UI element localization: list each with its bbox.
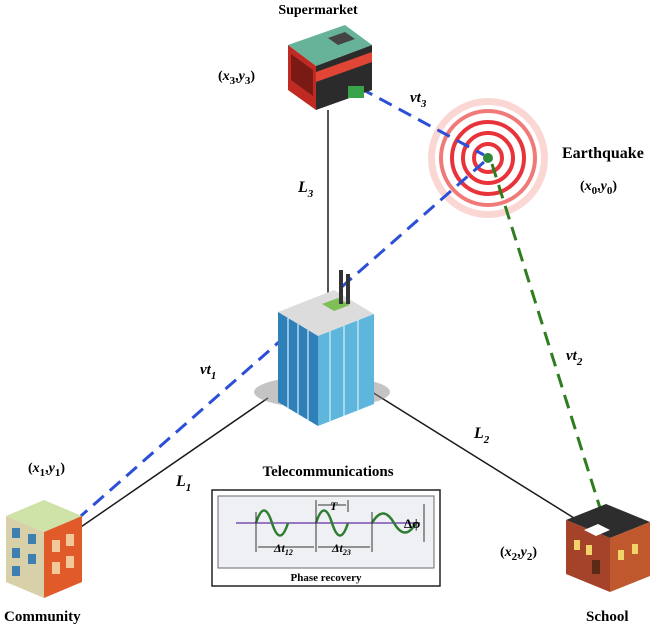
label-vt3: vt3	[410, 90, 427, 110]
label-L2: L2	[473, 425, 490, 446]
wave-3	[370, 512, 418, 534]
label-supermarket: Supermarket	[278, 3, 358, 18]
wave-2	[314, 509, 350, 537]
label-vt2: vt2	[566, 348, 583, 368]
path-vt2	[490, 163, 602, 509]
label-period: T	[330, 499, 338, 513]
label-L1: L1	[175, 473, 191, 494]
supermarket-icon	[288, 25, 372, 110]
label-telecommunications: Telecommunications	[262, 464, 393, 480]
label-community: Community	[4, 609, 81, 624]
coord-community: (x1,y1)	[28, 461, 65, 479]
label-vt1: vt1	[200, 362, 216, 382]
coord-school: (x2,y2)	[500, 545, 537, 563]
label-dt12: Δt12	[273, 541, 293, 557]
earthquake-epicenter	[428, 98, 548, 218]
community-building-icon	[6, 500, 82, 598]
telecom-tower-icon	[254, 270, 390, 426]
link-tower-school	[371, 391, 591, 529]
phase-recovery-inset: T Δt12 Δt23 Δϕ Phase recovery	[211, 489, 441, 587]
coord-earthquake: (x0,y0)	[580, 179, 617, 197]
label-school: School	[586, 609, 629, 624]
school-building-icon	[566, 504, 650, 592]
link-tower-community	[61, 397, 269, 541]
label-dphi: Δϕ	[404, 516, 420, 531]
path-vt3	[359, 86, 485, 157]
wave-1	[254, 509, 290, 537]
label-earthquake: Earthquake	[562, 145, 644, 162]
inset-title: Phase recovery	[291, 572, 362, 584]
label-dt23: Δt23	[331, 541, 351, 557]
label-L3: L3	[297, 179, 314, 200]
coord-supermarket: (x3,y3)	[218, 69, 255, 87]
